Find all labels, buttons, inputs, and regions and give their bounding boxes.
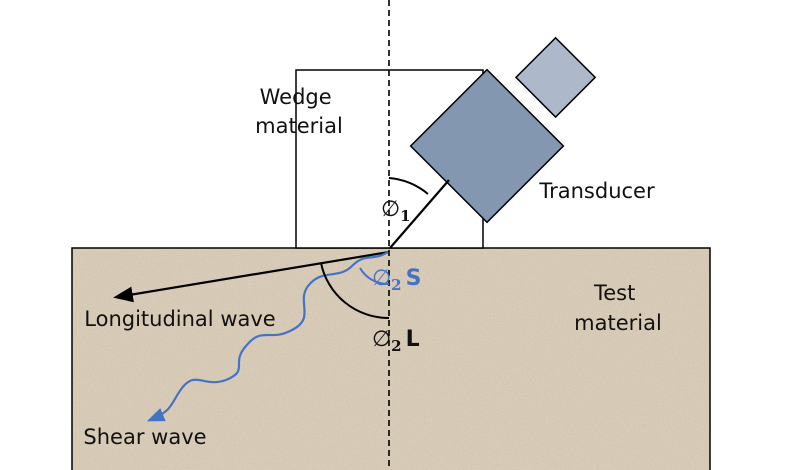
longitudinal-angle-subscript: 2 — [391, 337, 401, 355]
transducer-body — [409, 68, 565, 224]
wedge-label-line2: material — [255, 114, 343, 138]
test-label-line1: Test — [593, 281, 635, 305]
incident-angle-symbol: ∅ — [381, 197, 400, 222]
transducer — [409, 36, 597, 224]
longitudinal-angle-arc — [320, 262, 390, 320]
test-label-line2: material — [574, 311, 662, 335]
shear-wave-arrow — [146, 251, 389, 422]
wedge-label: Wedge material — [255, 85, 343, 138]
incident-beam — [389, 179, 450, 249]
shear-angle-suffix: S — [406, 266, 422, 291]
shear-wave-label: Shear wave — [83, 425, 206, 449]
longitudinal-wave-arrow — [113, 250, 390, 303]
shear-angle-arc — [359, 267, 390, 286]
shear-angle-symbol: ∅ — [372, 266, 391, 291]
longitudinal-angle-symbol: ∅ — [372, 327, 391, 352]
incident-angle-subscript: 1 — [400, 207, 410, 225]
longitudinal-wave-label: Longitudinal wave — [84, 307, 275, 331]
incident-angle-label: ∅1 — [381, 197, 411, 225]
longitudinal-angle-suffix: L — [406, 327, 420, 352]
incident-angle-arc — [388, 177, 429, 195]
wedge-label-line1: Wedge — [260, 85, 332, 109]
shear-angle-subscript: 2 — [391, 276, 401, 294]
transducer-connector — [514, 36, 597, 119]
test-material-label: Test material — [574, 281, 662, 335]
transducer-label: Transducer — [538, 179, 655, 203]
